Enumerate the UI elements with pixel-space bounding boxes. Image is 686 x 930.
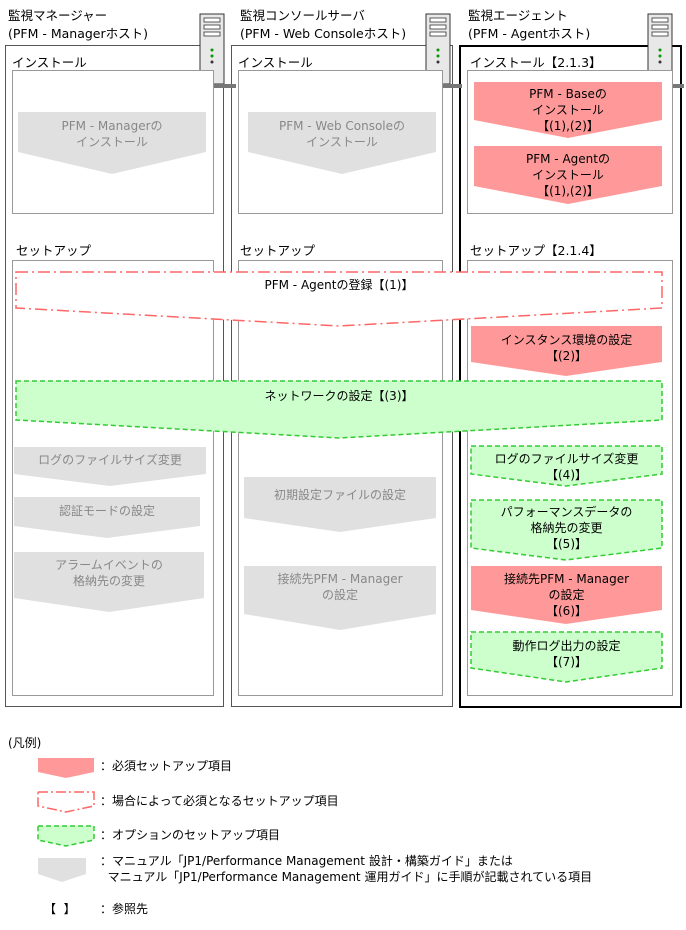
mgr-alarm-store-text: アラームイベントの 格納先の変更 <box>55 558 163 588</box>
legend-reference-text: ：参照先 <box>100 902 149 916</box>
wc-init-file-shape <box>244 477 436 532</box>
base-install-text: PFM - Baseの インストール 【(1),(2)】 <box>529 87 607 133</box>
legend-manual-text: ：マニュアル「JP1/Performance Management 設計・構築ガ… <box>100 854 593 884</box>
manager-column-title: 監視マネージャー <box>8 8 108 23</box>
agent-log-size-text: ログのファイルサイズ変更 【(4)】 <box>494 452 639 482</box>
manager-host-label: (PFM - Managerホスト) <box>8 26 149 41</box>
mgr-log-size-text: ログのファイルサイズ変更 <box>38 453 182 467</box>
agent-oplog-shape <box>470 631 663 683</box>
legend-optional-swatch <box>37 825 95 847</box>
wc-connect-shape <box>244 566 436 630</box>
webconsole-column-title: 監視コンソールサーバ <box>240 8 365 23</box>
webconsole-install-label: インストール <box>238 55 313 70</box>
wc-install-shape <box>248 112 436 174</box>
agent-register-shape <box>15 271 663 327</box>
legend-required-swatch <box>38 758 94 778</box>
agent-install-label: インストール【2.1.3】 <box>470 55 602 70</box>
agent-log-size-shape <box>470 445 663 487</box>
manager-install-label: インストール <box>12 55 87 70</box>
network-text: ネットワークの設定【(3)】 <box>264 389 414 403</box>
agent-register-text: PFM - Agentの登録【(1)】 <box>264 278 414 292</box>
webconsole-setup-label: セットアップ <box>240 243 316 258</box>
agent-install-shape <box>474 146 662 204</box>
mgr-install-text: PFM - Managerの インストール <box>61 119 163 149</box>
legend-conditional-swatch <box>37 791 95 813</box>
agent-perf-store-text: パフォーマンスデータの 格納先の変更 【(5)】 <box>500 505 633 551</box>
instance-env-text: インスタンス環境の設定 【(2)】 <box>500 333 633 363</box>
mgr-alarm-store-shape <box>14 552 204 612</box>
legend-required-text: ：必須セットアップ項目 <box>100 759 233 773</box>
manager-setup-label: セットアップ <box>16 243 92 258</box>
legend-title: (凡例) <box>8 736 42 750</box>
network-shape <box>15 380 663 439</box>
legend-optional-text: ：オプションのセットアップ項目 <box>100 828 281 842</box>
mgr-install-shape <box>18 112 206 174</box>
wc-init-file-text: 初期設定ファイルの設定 <box>273 488 406 502</box>
wc-connect-text: 接続先PFM - Manager の設定 <box>277 572 403 602</box>
mgr-auth-mode-shape <box>14 497 200 538</box>
mgr-auth-mode-text: 認証モードの設定 <box>58 504 155 518</box>
agent-host-label: (PFM - Agentホスト) <box>468 26 591 41</box>
agent-connect-shape <box>471 566 662 624</box>
agent-install-text: PFM - Agentの インストール 【(1),(2)】 <box>526 152 610 198</box>
agent-connect-text: 接続先PFM - Manager の設定 【(6)】 <box>503 572 630 618</box>
wc-install-text: PFM - Web Consoleの インストール <box>278 119 406 149</box>
base-install-shape <box>474 82 662 138</box>
agent-column-title: 監視エージェント <box>468 8 568 23</box>
agent-oplog-text: 動作ログ出力の設定 【(7)】 <box>512 639 621 669</box>
instance-env-shape <box>471 326 662 376</box>
legend-conditional-text: ：場合によって必須となるセットアップ項目 <box>100 794 339 808</box>
legend-brackets-symbol: 【 】 <box>44 902 76 916</box>
webconsole-host-label: (PFM - Web Consoleホスト) <box>240 26 407 41</box>
agent-setup-label: セットアップ【2.1.4】 <box>470 243 602 258</box>
agent-perf-store-shape <box>470 499 663 561</box>
mgr-log-size-shape <box>14 447 206 486</box>
legend-manual-swatch <box>38 858 86 882</box>
